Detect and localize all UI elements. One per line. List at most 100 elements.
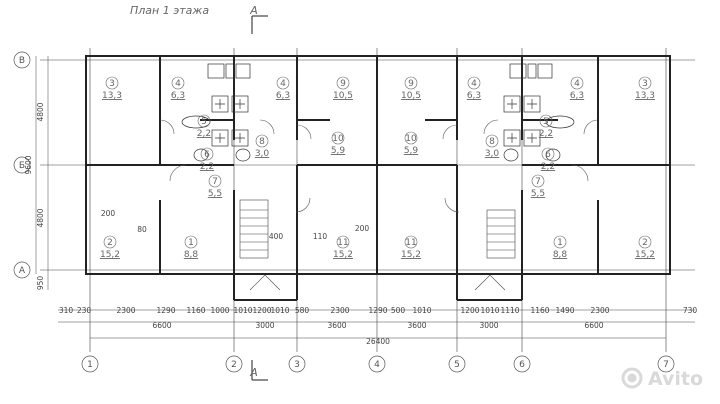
vertical-dimension: 950	[36, 276, 45, 291]
room-number-marker	[570, 76, 584, 90]
room-number: 2	[107, 238, 113, 248]
room-area: 3,0	[255, 149, 270, 159]
room-number-marker	[336, 235, 350, 249]
room-area: 15,2	[401, 250, 421, 260]
inner-dimension: 400	[269, 232, 284, 241]
section-marks	[251, 15, 268, 381]
dimension-chain-1: 2300	[116, 306, 135, 315]
room-number: 7	[535, 177, 541, 187]
room-number: 4	[280, 79, 286, 89]
room-number-marker	[208, 174, 222, 188]
room-area: 13,3	[102, 91, 122, 101]
room-number-marker	[531, 174, 545, 188]
room-number: 3	[109, 79, 115, 89]
dimension-chain-2: 3600	[327, 321, 346, 330]
room-area: 5,5	[208, 189, 222, 199]
section-label: А	[249, 4, 258, 17]
room-number: 6	[545, 150, 551, 160]
room-number: 3	[642, 79, 648, 89]
dimension-chain-1: 1000	[210, 306, 229, 315]
room-number-marker	[553, 235, 567, 249]
room-area: 6,3	[276, 91, 290, 101]
room-area: 13,3	[635, 91, 655, 101]
room-number: 4	[175, 79, 181, 89]
room-area: 5,9	[331, 146, 346, 156]
room-number-marker	[541, 147, 555, 161]
room-number-marker	[197, 114, 211, 128]
vertical-dimension: 4800	[36, 208, 45, 227]
dimension-chain-1: 580	[295, 306, 310, 315]
room-area: 3,0	[485, 149, 500, 159]
room-number: 5	[201, 117, 207, 127]
room-area: 6,3	[467, 91, 481, 101]
room-number-marker	[171, 76, 185, 90]
room-area: 15,2	[100, 250, 120, 260]
room-area: 15,2	[635, 250, 655, 260]
room-area: 8,8	[184, 250, 199, 260]
room-number: 4	[574, 79, 580, 89]
page-title: План 1 этажа	[130, 4, 209, 17]
inner-dimension: 110	[313, 232, 328, 241]
dimension-chain-1: 2300	[590, 306, 609, 315]
axis-col-label: 7	[663, 360, 669, 370]
room-number-marker	[467, 76, 481, 90]
dimension-chain-1: 230	[77, 306, 92, 315]
room-number: 9	[340, 79, 346, 89]
room-number-marker	[255, 134, 269, 148]
room-number: 10	[405, 134, 417, 144]
room-number-marker	[105, 76, 119, 90]
room-number-marker	[638, 76, 652, 90]
dimension-chain-2: 6600	[152, 321, 171, 330]
dimension-chain-1: 1110	[500, 306, 519, 315]
stairs	[239, 199, 516, 291]
dimension-chain-1: 500	[391, 306, 406, 315]
room-number-marker	[404, 131, 418, 145]
dimension-chain-1: 730	[683, 306, 698, 315]
room-number-marker	[404, 235, 418, 249]
room-number-marker	[184, 235, 198, 249]
room-number-marker	[200, 147, 214, 161]
camera-icon	[621, 367, 643, 389]
walls	[85, 55, 671, 301]
room-number: 1	[188, 238, 194, 248]
room-area: 8,8	[553, 250, 568, 260]
room-number-marker	[539, 114, 553, 128]
dimension-chain-2: 6600	[584, 321, 603, 330]
watermark-text: Avito	[648, 368, 703, 390]
room-area: 2,2	[539, 129, 553, 139]
dimension-chain-1: 1160	[530, 306, 549, 315]
room-number: 2	[642, 238, 648, 248]
dimension-chain-1: 1200	[252, 306, 271, 315]
dimension-chain-1: 1200	[460, 306, 479, 315]
room-number: 8	[259, 137, 265, 147]
room-number: 9	[408, 79, 414, 89]
dimension-chain-2: 3000	[255, 321, 274, 330]
dimension-chain-1: 1010	[480, 306, 499, 315]
room-number-marker	[276, 76, 290, 90]
dimension-chain-2: 3600	[407, 321, 426, 330]
room-area: 6,3	[570, 91, 584, 101]
room-number: 11	[337, 238, 348, 248]
room-area: 10,5	[333, 91, 353, 101]
room-area: 15,2	[333, 250, 353, 260]
section-label: А	[249, 366, 258, 379]
dimension-chain-1: 1490	[555, 306, 574, 315]
room-area: 5,5	[531, 189, 545, 199]
room-number-marker	[638, 235, 652, 249]
dimension-chain-1: 1160	[186, 306, 205, 315]
room-number-marker	[103, 235, 117, 249]
room-area: 10,5	[401, 91, 421, 101]
room-number: 1	[557, 238, 563, 248]
room-area: 2,2	[200, 162, 214, 172]
axis-row-label: В	[19, 56, 25, 66]
axis-col-label: 2	[231, 360, 237, 370]
room-number: 7	[212, 177, 218, 187]
axis-col-label: 4	[374, 360, 380, 370]
room-number: 11	[405, 238, 416, 248]
vertical-dimension: 9600	[24, 155, 33, 174]
room-number: 4	[471, 79, 477, 89]
room-number-marker	[331, 131, 345, 145]
inner-dimension: 80	[137, 225, 147, 234]
